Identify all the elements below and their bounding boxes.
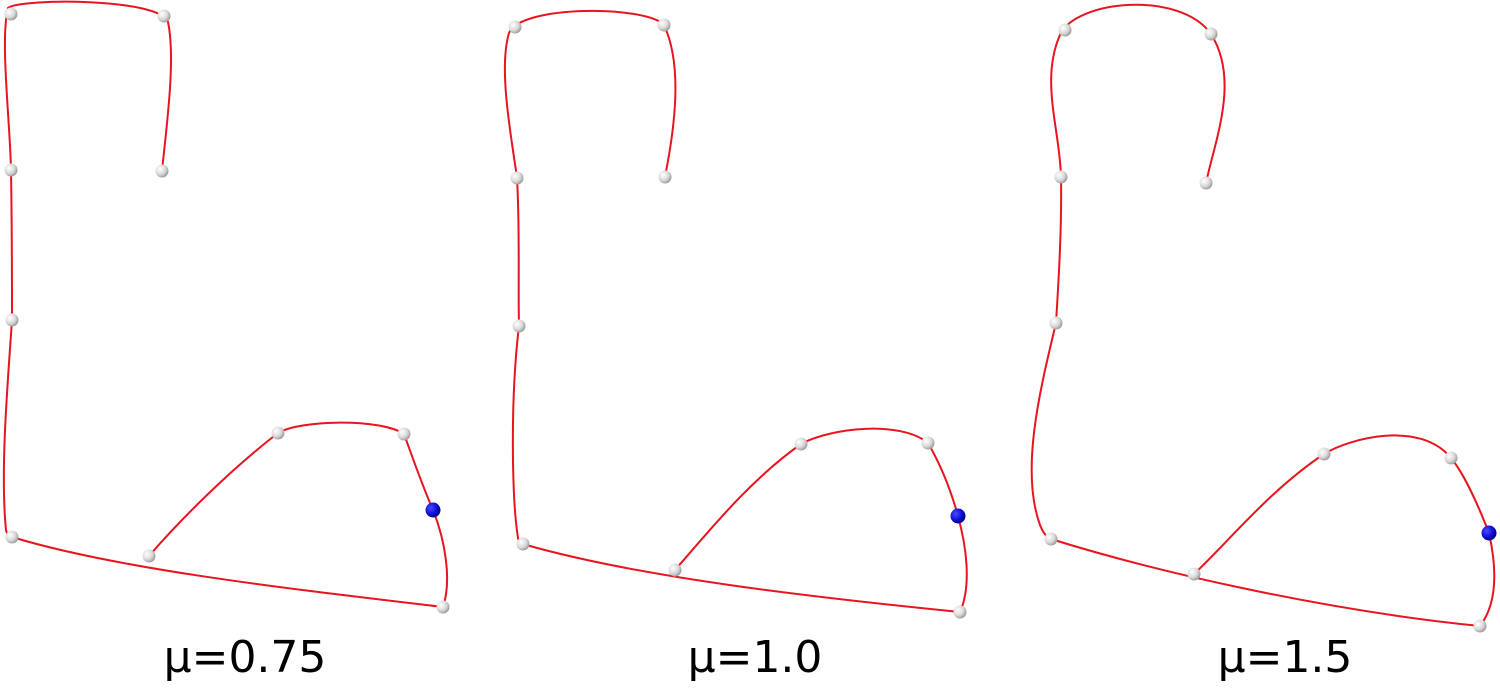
highlighted-point xyxy=(425,502,441,518)
control-point xyxy=(512,319,526,333)
panel-mu-1-5 xyxy=(1030,3,1497,633)
control-point xyxy=(1187,567,1201,581)
panel-caption-mu-1-5: μ=1.5 xyxy=(1217,632,1353,683)
control-point xyxy=(508,20,522,34)
control-point xyxy=(953,605,967,619)
control-point xyxy=(4,7,18,21)
control-point xyxy=(397,427,411,441)
control-point xyxy=(1044,532,1058,546)
control-point xyxy=(657,18,671,32)
panel-caption-mu-1-0: μ=1.0 xyxy=(687,632,823,683)
control-point xyxy=(1317,447,1331,461)
control-points xyxy=(4,7,450,614)
control-point xyxy=(1058,23,1072,37)
control-point xyxy=(142,549,156,563)
panel-caption-mu-0-75: μ=0.75 xyxy=(163,632,327,683)
highlighted-point xyxy=(1481,525,1497,541)
control-points xyxy=(508,18,967,619)
panel-mu-0-75 xyxy=(2,0,450,614)
control-point xyxy=(1049,316,1063,330)
control-point xyxy=(1444,451,1458,465)
control-points xyxy=(1044,23,1497,633)
control-point xyxy=(1204,27,1218,41)
panel-mu-1-0 xyxy=(503,9,968,619)
control-point xyxy=(4,163,18,177)
control-point xyxy=(5,530,19,544)
control-point xyxy=(668,563,682,577)
control-point xyxy=(1199,176,1213,190)
control-point xyxy=(155,164,169,178)
spline-curve xyxy=(503,9,968,614)
spline-curve xyxy=(1030,3,1496,628)
control-point xyxy=(1054,170,1068,184)
control-point xyxy=(271,426,285,440)
control-point xyxy=(516,537,530,551)
control-point xyxy=(157,9,171,23)
control-point xyxy=(436,600,450,614)
control-point xyxy=(794,437,808,451)
highlighted-point xyxy=(950,508,966,524)
control-point xyxy=(510,171,524,185)
spline-curve xyxy=(2,0,449,609)
control-point xyxy=(5,313,19,327)
control-point xyxy=(658,170,672,184)
control-point xyxy=(921,436,935,450)
control-point xyxy=(1473,619,1487,633)
